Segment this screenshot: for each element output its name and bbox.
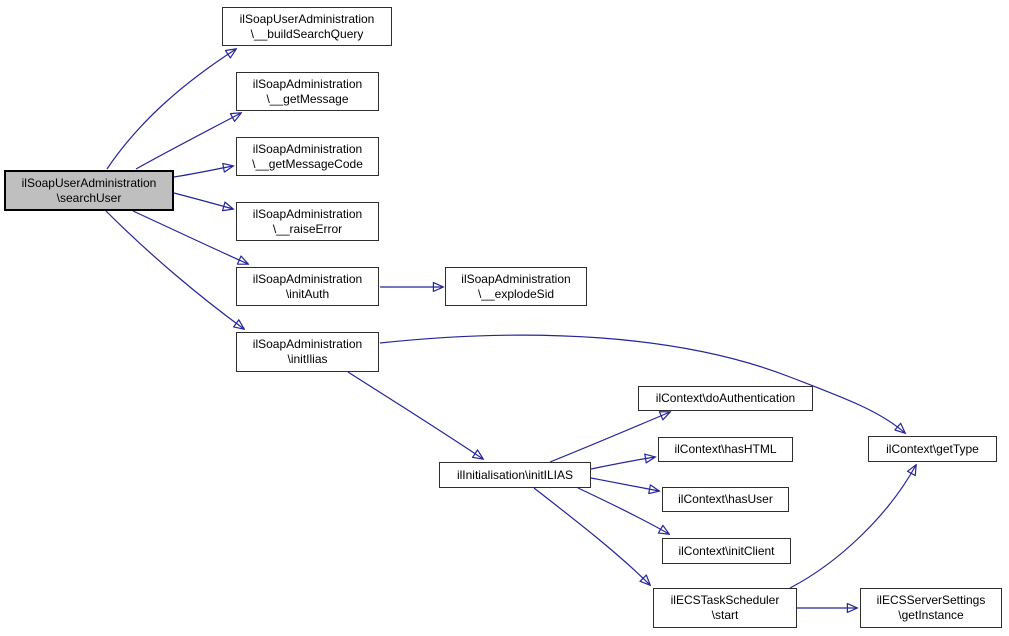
node-label-line: ilSoapAdministration	[461, 271, 571, 286]
node-hasuser[interactable]: ilContext\hasUser	[662, 487, 789, 512]
edge-start-getType	[789, 465, 916, 589]
node-getmessage[interactable]: ilSoapAdministration \__getMessage	[236, 72, 379, 111]
node-label-line: ilECSTaskScheduler	[670, 593, 780, 607]
node-label-line: \__explodeSid	[477, 286, 555, 301]
node-label-line: ilContext\initClient	[678, 543, 775, 558]
node-label-line: ilContext\getType	[886, 441, 979, 456]
edge-initILIAS-start	[533, 487, 650, 585]
edge-searchUser-initIlias	[105, 210, 244, 329]
node-getmessagecode[interactable]: ilSoapAdministration \__getMessageCode	[236, 137, 379, 176]
node-label-line: \__getMessage	[266, 91, 349, 106]
node-label-line: ilSoapAdministration	[252, 271, 363, 286]
node-hashtml[interactable]: ilContext\hasHTML	[658, 437, 793, 462]
edge-initIlias-initILIAS	[347, 371, 483, 459]
edge-initIlias-getType	[379, 334, 905, 433]
node-doauthentication[interactable]: ilContext\doAuthentication	[638, 386, 813, 411]
node-initilias[interactable]: ilSoapAdministration \initIlias	[236, 332, 379, 372]
node-label-line: ilContext\hasHTML	[674, 442, 777, 456]
node-label-line: ilSoapAdministration	[252, 76, 363, 91]
node-initilias-init[interactable]: ilInitialisation\initILIAS	[439, 462, 591, 488]
node-buildsearchquery[interactable]: ilSoapUserAdministration \__buildSearchQ…	[222, 7, 392, 46]
edge-initILIAS-hasHTML	[590, 457, 655, 470]
node-label-line: ilContext\hasUser	[678, 492, 773, 506]
edge-searchUser-buildSearchQuery	[106, 49, 236, 170]
node-label-line: ilECSServerSettings	[876, 593, 986, 607]
node-label-line: \initIlias	[287, 352, 328, 366]
edge-initILIAS-doAuthentication	[549, 412, 670, 463]
node-label-line: \initAuth	[285, 286, 330, 301]
node-label-line: ilContext\doAuthentication	[655, 391, 796, 405]
node-initauth[interactable]: ilSoapAdministration \initAuth	[236, 267, 379, 306]
node-initclient[interactable]: ilContext\initClient	[662, 538, 791, 564]
node-searchuser: ilSoapUserAdministration \searchUser	[4, 170, 174, 211]
node-label-line: \searchUser	[56, 190, 122, 205]
node-label-line: ilSoapUserAdministration	[21, 175, 157, 190]
node-label-line: ilInitialisation\initILIAS	[456, 467, 574, 482]
node-gettype[interactable]: ilContext\getType	[868, 436, 997, 462]
node-start[interactable]: ilECSTaskScheduler \start	[653, 588, 797, 628]
node-raiseerror[interactable]: ilSoapAdministration \__raiseError	[236, 202, 379, 241]
edge-initILIAS-hasUser	[590, 477, 659, 491]
edge-searchUser-getMessage	[135, 113, 241, 170]
node-label-line: \getInstance	[898, 608, 964, 622]
node-label-line: ilSoapUserAdministration	[239, 11, 375, 26]
edge-searchUser-initAuth	[132, 210, 248, 264]
node-label-line: \__buildSearchQuery	[250, 26, 364, 41]
node-label-line: \start	[711, 608, 739, 622]
edge-searchUser-raiseError	[173, 192, 233, 209]
node-label-line: ilSoapAdministration	[252, 141, 363, 156]
node-getinstance[interactable]: ilECSServerSettings \getInstance	[860, 588, 1002, 628]
node-label-line: ilSoapAdministration	[252, 206, 363, 221]
node-label-line: \__raiseError	[272, 221, 343, 236]
edge-initILIAS-initClient	[577, 487, 669, 534]
node-label-line: \__getMessageCode	[252, 156, 363, 171]
node-explodesid[interactable]: ilSoapAdministration \__explodeSid	[445, 267, 587, 306]
node-label-line: ilSoapAdministration	[252, 337, 363, 351]
edge-searchUser-getMessageCode	[173, 166, 233, 178]
